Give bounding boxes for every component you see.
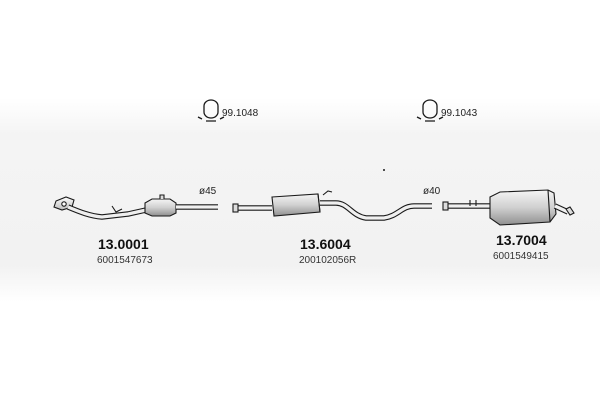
stray-mark: [383, 169, 385, 171]
oem-reference: 6001547673: [97, 255, 153, 266]
rear-silencer-drawing: [442, 189, 575, 226]
pipe-diameter-label: ø40: [423, 186, 441, 197]
part-number: 13.6004: [300, 236, 351, 252]
oem-reference: 200102056R: [299, 255, 357, 266]
pipe-clamp-icon: [197, 99, 225, 122]
clamp-code-label: 99.1048: [222, 108, 259, 119]
pipe-clamp-icon: [416, 99, 444, 122]
middle-silencer-drawing: [232, 190, 432, 221]
front-pipe-drawing: [53, 194, 218, 220]
oem-reference: 6001549415: [493, 251, 549, 262]
part-number: 13.0001: [98, 236, 149, 252]
pipe-diameter-label: ø45: [199, 186, 217, 197]
clamp-code-label: 99.1043: [441, 108, 478, 119]
part-number: 13.7004: [496, 232, 547, 248]
